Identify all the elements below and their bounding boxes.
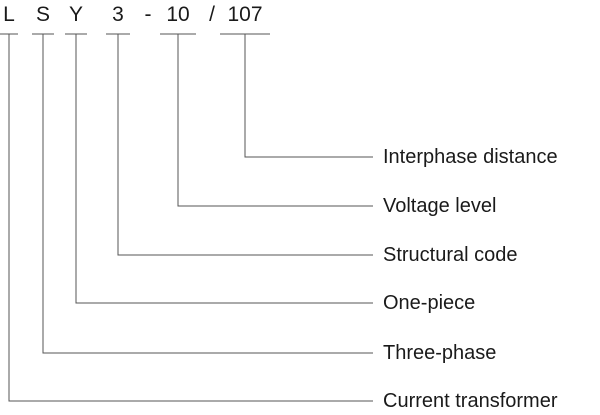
leader-one-piece-path <box>75 34 373 304</box>
code-char-dash: - <box>144 3 152 26</box>
leader-one-piece-label: One-piece <box>383 292 476 314</box>
leader-line-group <box>0 33 373 402</box>
code-char-Y: Y <box>68 3 84 26</box>
leader-current-transformer-path <box>8 34 373 402</box>
leader-current-transformer-label: Current transformer <box>383 390 558 412</box>
code-char-107: 107 <box>227 3 263 26</box>
leader-voltage-level-label: Voltage level <box>383 195 497 217</box>
leader-voltage-level-path <box>177 34 373 207</box>
code-char-slash: / <box>209 3 215 26</box>
code-char-10: 10 <box>166 3 190 26</box>
leader-structural-code-label: Structural code <box>383 244 518 266</box>
leader-three-phase-label: Three-phase <box>383 342 497 364</box>
leader-structural-code-path <box>117 34 373 256</box>
code-char-S: S <box>35 3 51 26</box>
leader-interphase-distance-path <box>244 34 373 158</box>
leader-interphase-distance-label: Interphase distance <box>383 146 558 168</box>
code-char-3: 3 <box>112 3 124 26</box>
leader-three-phase-path <box>42 34 373 354</box>
code-char-L: L <box>3 3 15 26</box>
